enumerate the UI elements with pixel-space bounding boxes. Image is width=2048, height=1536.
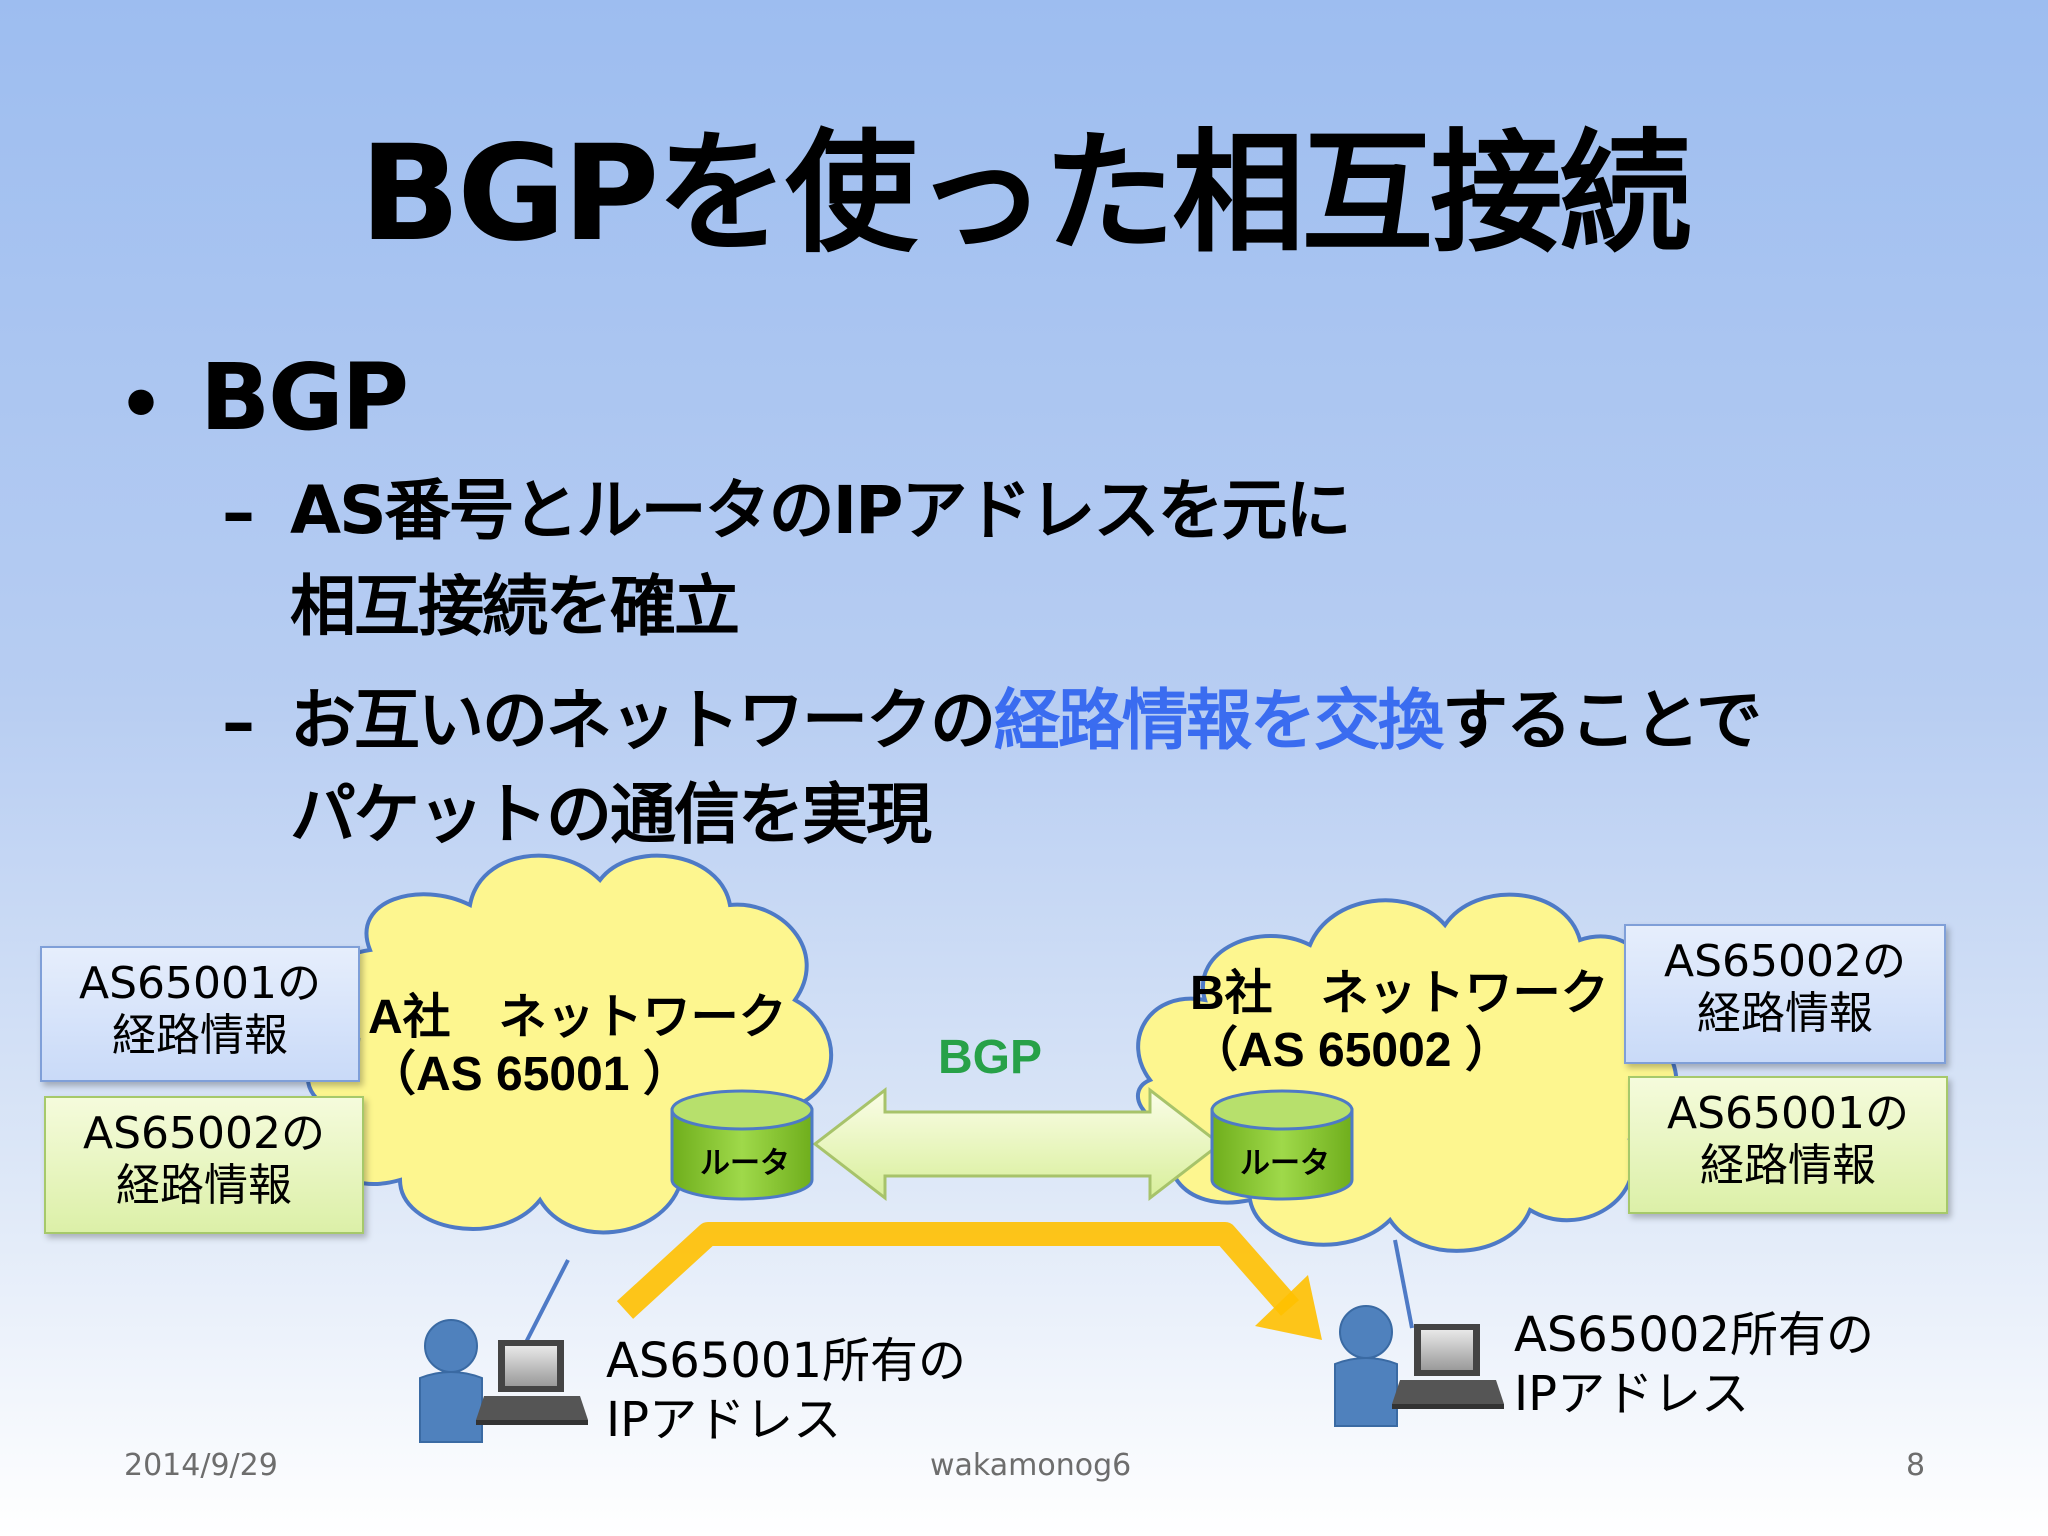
footer-page-number: 8: [1906, 1448, 1926, 1483]
ip-b-line2: IPアドレス: [1514, 1365, 1750, 1422]
right-box-1-line2: 経路情報: [1697, 987, 1873, 1039]
right-box-2-line1: AS65001の: [1667, 1088, 1909, 1139]
subbullet-2-pre: お互いのネットワークの: [290, 682, 996, 759]
slide-title: BGPを使った相互接続: [359, 117, 1692, 271]
ip-a-line1: AS65001所有の: [606, 1333, 967, 1389]
bullet-heading: BGP: [200, 344, 409, 451]
bgp-link-label: BGP: [938, 1031, 1043, 1084]
bullet-symbol: •: [118, 362, 165, 446]
double-arrow-icon: [812, 1086, 1223, 1202]
link-b-line: [1393, 1239, 1414, 1329]
footer-date: 2014/9/29: [124, 1448, 278, 1483]
router-a-icon: [670, 1089, 814, 1201]
cloud-b-name: B社 ネットワーク: [1190, 967, 1609, 1020]
subbullet-2-highlight: 経路情報を交換: [994, 682, 1444, 759]
cloud-b-as: （AS 65002 ）: [1190, 1023, 1513, 1077]
right-box-peer-routes: AS65001の 経路情報: [1628, 1076, 1948, 1214]
ip-a-line2: IPアドレス: [606, 1391, 842, 1448]
subbullet-1-dash: –: [222, 474, 255, 551]
cloud-a-as: （AS 65001 ）: [368, 1047, 691, 1101]
right-box-own-routes: AS65002の 経路情報: [1624, 924, 1946, 1064]
link-a-line: [518, 1259, 570, 1355]
left-box-1-line1: AS65001の: [79, 958, 321, 1009]
cloud-a-name: A社 ネットワーク: [368, 991, 787, 1044]
router-b-label: ルータ: [1240, 1146, 1330, 1181]
person-b-icon: [1334, 1305, 1398, 1427]
subbullet-2-line1: お互いのネットワークの経路情報を交換することで: [290, 688, 1762, 754]
person-a-icon: [419, 1319, 483, 1443]
laptop-b-icon: [1392, 1324, 1504, 1409]
subbullet-1-line2: 相互接続を確立: [290, 568, 740, 645]
right-box-1-line1: AS65002の: [1664, 936, 1906, 987]
cloud-b-label: B社 ネットワーク （AS 65002 ）: [1190, 966, 1609, 1079]
subbullet-2-line2: パケットの通信を実現: [290, 776, 932, 853]
subbullet-2-post: することで: [1442, 682, 1762, 759]
left-box-2-line2: 経路情報: [116, 1159, 292, 1211]
ip-b-label: AS65002所有の IPアドレス: [1514, 1306, 1874, 1423]
left-box-2-line1: AS65002の: [83, 1108, 325, 1159]
left-box-1-line2: 経路情報: [112, 1009, 288, 1061]
path-arrow-icon: [616, 1222, 1322, 1340]
ip-b-line1: AS65002所有の: [1514, 1307, 1875, 1363]
left-box-own-routes: AS65001の 経路情報: [40, 946, 360, 1082]
laptop-a-icon: [476, 1340, 588, 1425]
footer-center: wakamonog6: [930, 1448, 1132, 1483]
router-b-icon: [1210, 1089, 1354, 1201]
subbullet-2-dash: –: [222, 684, 255, 761]
right-box-2-line2: 経路情報: [1700, 1139, 1876, 1191]
router-a-label: ルータ: [700, 1146, 790, 1181]
cloud-a-label: A社 ネットワーク （AS 65001 ）: [368, 990, 787, 1103]
subbullet-1-line1: AS番号とルータのIPアドレスを元に: [290, 472, 1352, 549]
left-box-peer-routes: AS65002の 経路情報: [44, 1096, 364, 1234]
ip-a-label: AS65001所有の IPアドレス: [606, 1332, 966, 1449]
